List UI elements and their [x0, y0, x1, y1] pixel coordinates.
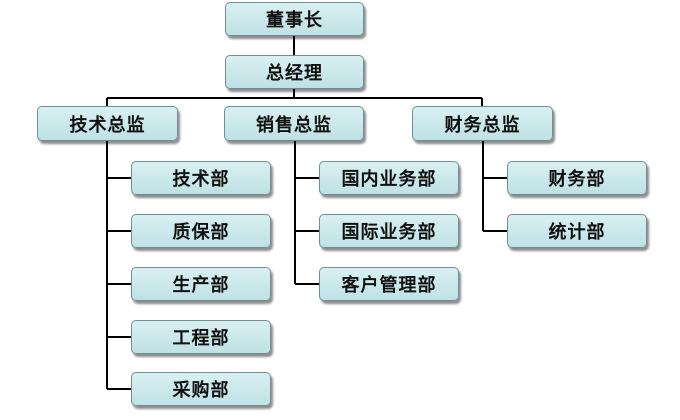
node-director-tech: 技术总监: [37, 106, 178, 141]
node-dept-engineering: 工程部: [131, 320, 271, 354]
node-dept-customer-mgmt: 客户管理部: [319, 267, 459, 301]
node-dept-purchasing: 采购部: [131, 372, 271, 406]
node-dept-production: 生产部: [131, 267, 271, 301]
node-dept-domestic: 国内业务部: [319, 161, 459, 195]
node-dept-international: 国际业务部: [319, 214, 459, 248]
node-dept-tech: 技术部: [131, 161, 271, 195]
node-dept-statistics: 统计部: [507, 214, 647, 248]
node-general-manager: 总经理: [225, 55, 364, 89]
node-dept-qa: 质保部: [131, 214, 271, 248]
node-director-sales: 销售总监: [224, 106, 364, 141]
node-dept-finance: 财务部: [507, 161, 647, 195]
node-director-finance: 财务总监: [412, 106, 553, 141]
node-chairman: 董事长: [225, 2, 364, 36]
